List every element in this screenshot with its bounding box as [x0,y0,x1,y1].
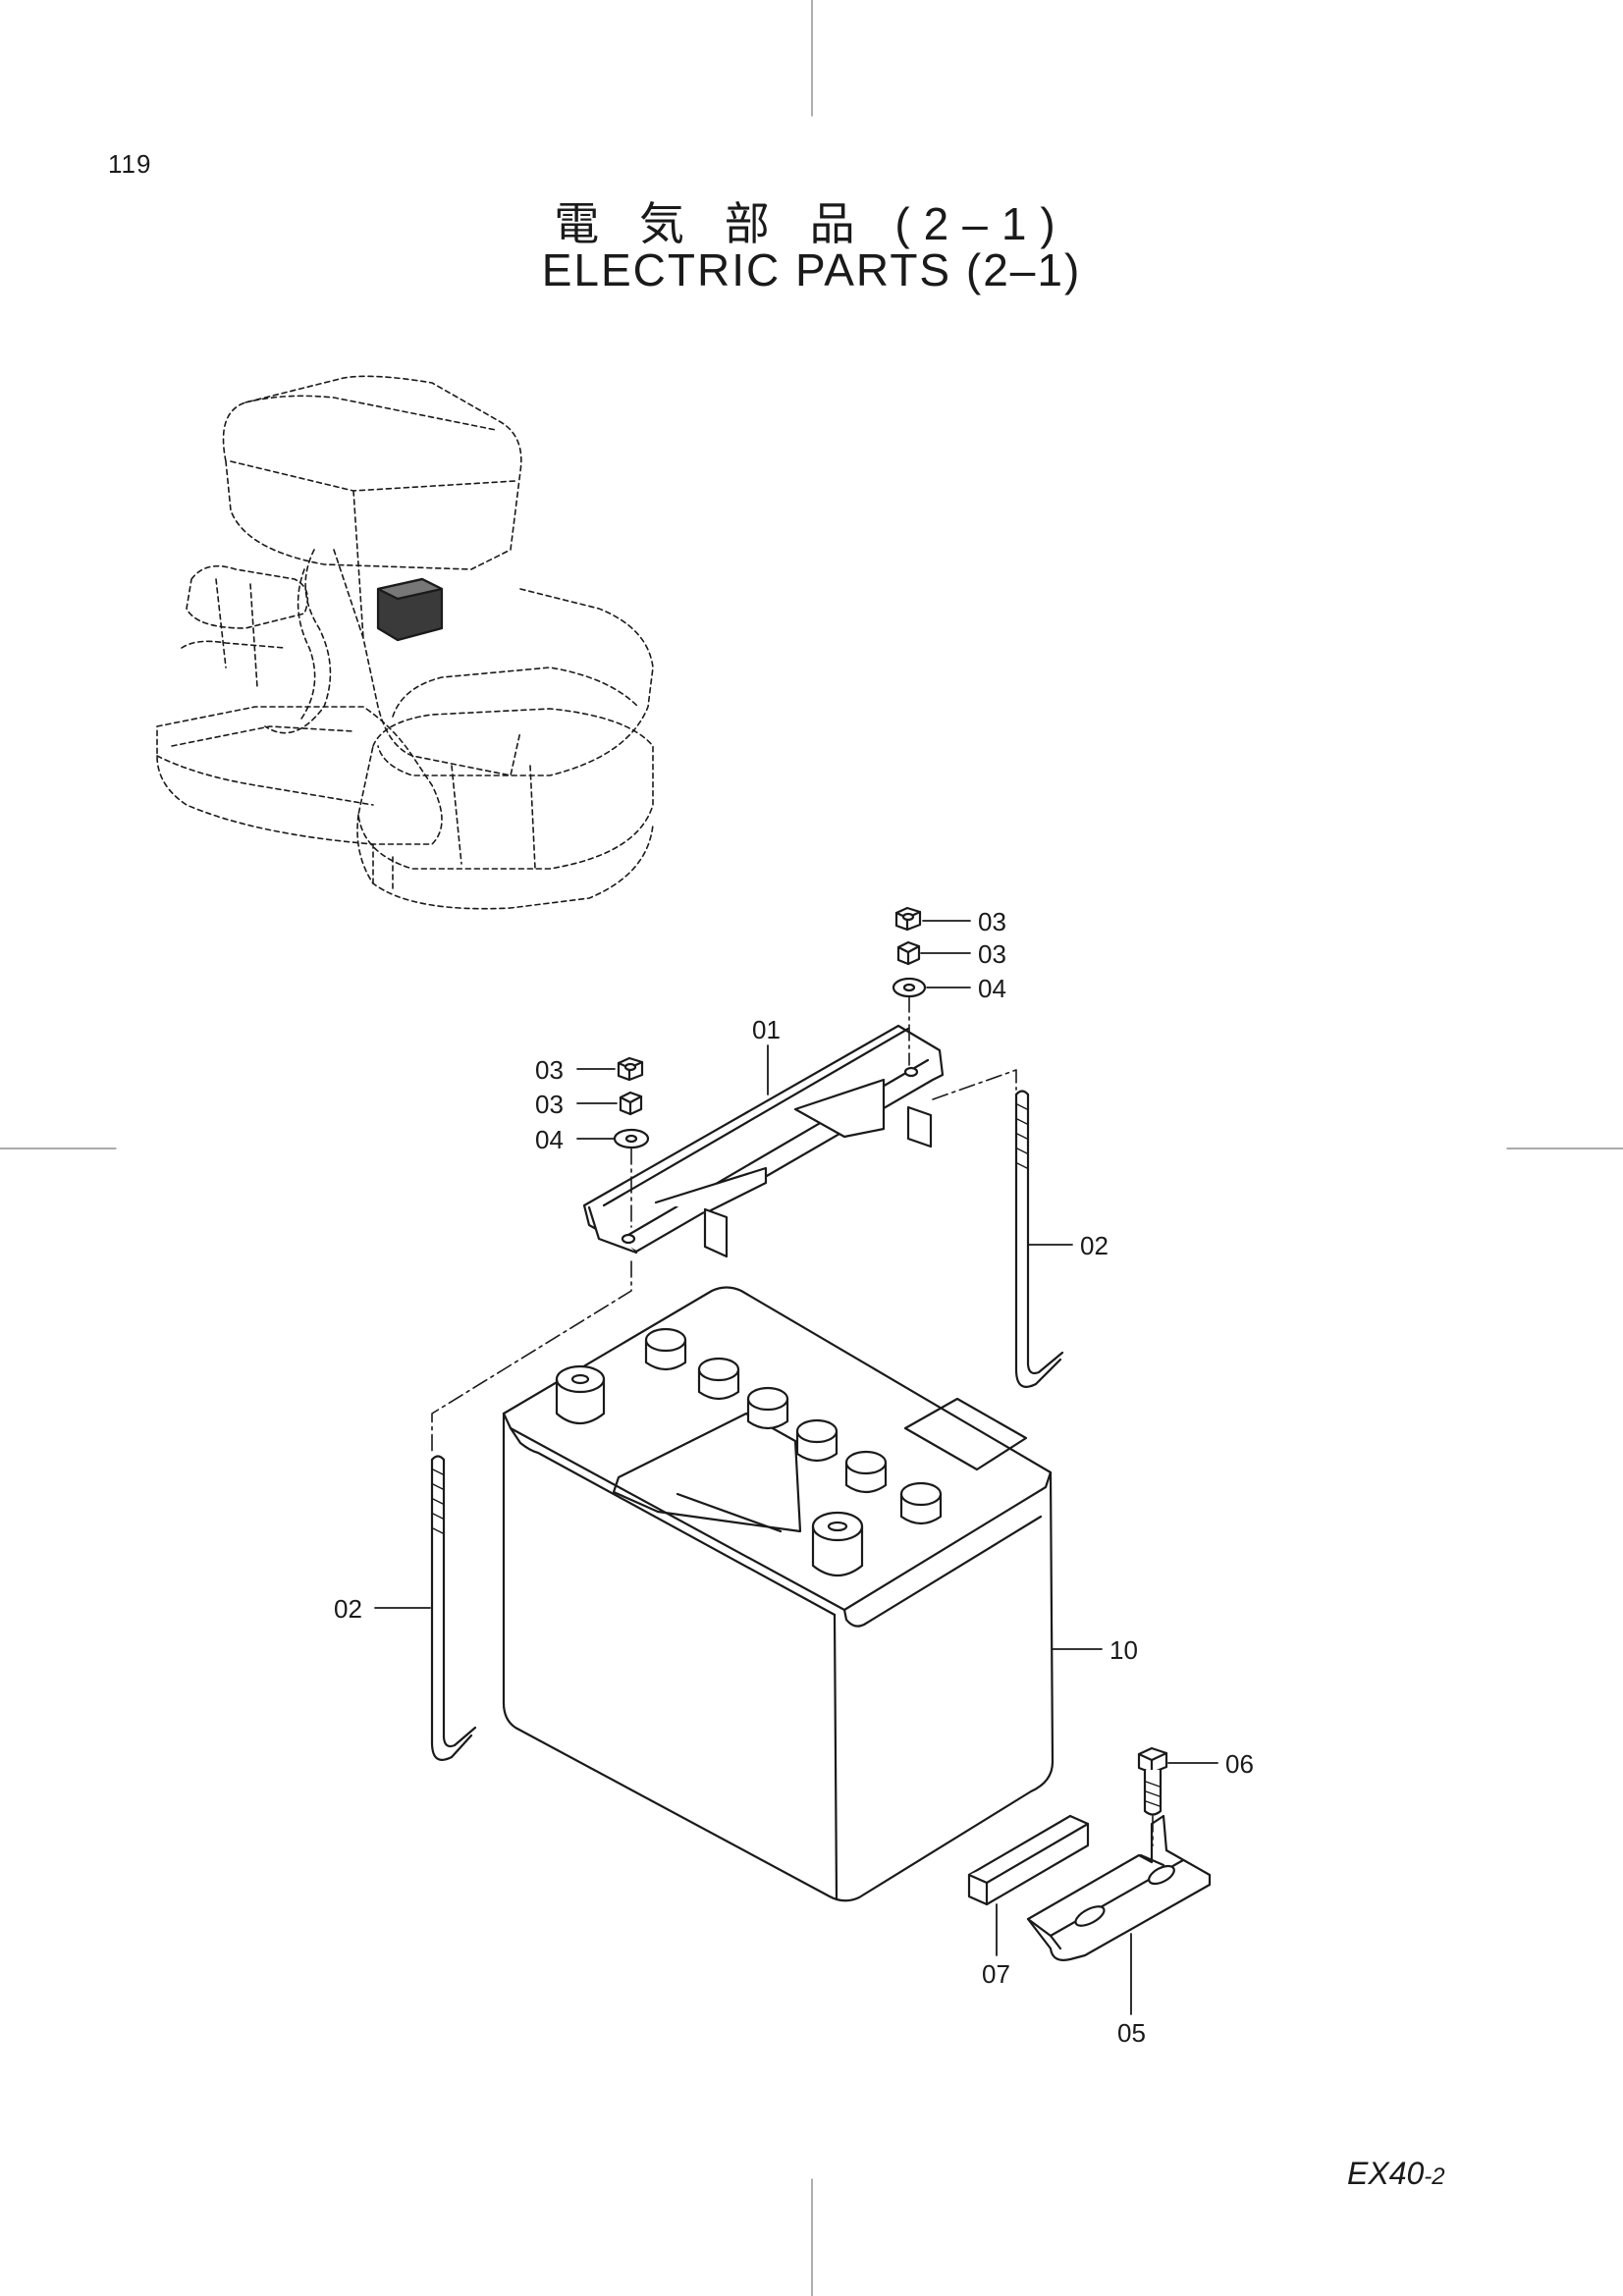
hex-bolt [1137,1746,1168,1816]
cell-cap-1 [644,1327,687,1371]
hook-bolt-left [430,1455,477,1761]
cell-cap-6 [899,1481,943,1525]
hook-bolt-right [1014,1090,1064,1388]
washer-right [892,977,927,998]
cell-cap-4 [795,1418,839,1463]
callout-leaders [374,920,1218,2015]
terminal-left [555,1364,606,1425]
callout-07: 07 [982,1959,1010,1989]
model-name: EX40 [1347,2156,1425,2191]
callout-05: 05 [1117,2018,1146,2048]
cell-cap-3 [746,1386,789,1430]
model-suffix: -2 [1424,2163,1445,2190]
callout-02-right: 02 [1080,1231,1109,1260]
callout-03-right-mid: 03 [978,939,1006,969]
callout-labels: 03 03 04 01 03 03 04 02 02 10 06 07 05 [334,907,1254,2048]
callout-03-right-top: 03 [978,907,1006,936]
callout-03-left-mid: 03 [535,1090,564,1119]
battery-location-marker [376,577,444,642]
page-title-japanese: 電 気 部 品 (2–1) [554,198,1069,249]
rubber-spacer [967,1814,1090,1906]
callout-04-left: 04 [535,1125,564,1154]
nut-right-mid [896,940,921,966]
model-code: EX40-2 [1347,2156,1445,2192]
callout-06: 06 [1225,1749,1254,1779]
callout-01: 01 [752,1015,781,1044]
callout-04-right: 04 [978,974,1006,1003]
terminal-right [811,1511,864,1577]
callout-10: 10 [1109,1635,1138,1665]
nut-stack-left [613,1056,650,1149]
callout-03-left-top: 03 [535,1055,564,1085]
battery-clamp-bracket [582,1024,945,1258]
battery-cells [555,1327,943,1577]
assembly-lines [431,995,1154,1846]
page-number: 119 [108,149,152,179]
nut-right-top [894,906,922,932]
machine-location-overview [156,375,654,910]
hold-down-bracket [1026,1814,1212,1961]
nut-stack-right [892,906,927,998]
battery [502,1286,1055,1902]
nut-left-top [617,1056,644,1082]
nut-left-mid [619,1091,643,1116]
washer-left [613,1128,650,1149]
callout-02-left: 02 [334,1594,362,1624]
page-title-english: ELECTRIC PARTS (2–1) [541,244,1082,295]
cell-cap-2 [697,1357,740,1401]
cell-cap-5 [844,1450,888,1494]
